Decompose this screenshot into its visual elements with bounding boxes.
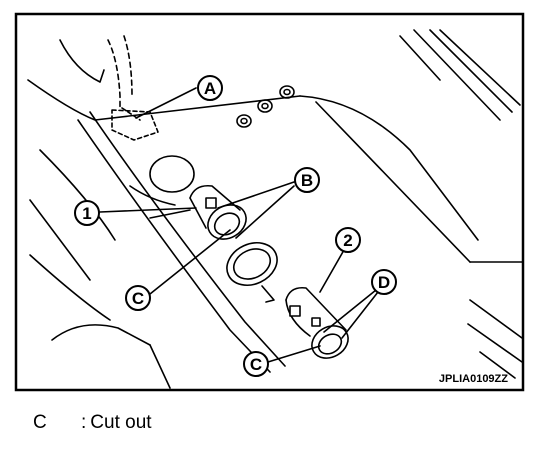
leader-line <box>319 249 345 293</box>
console-line <box>299 95 479 241</box>
svg-text:D: D <box>378 273 390 292</box>
console-line <box>149 344 171 389</box>
leader-line <box>149 229 231 295</box>
console-line <box>469 299 523 339</box>
leader-line <box>341 291 379 339</box>
leader-line <box>217 181 295 209</box>
console-line <box>399 35 441 81</box>
knob <box>257 99 273 113</box>
console-line <box>315 101 471 263</box>
legend: C : Cut out <box>33 410 152 436</box>
console-line <box>39 149 116 241</box>
knob <box>279 85 295 99</box>
svg-text:2: 2 <box>343 231 352 250</box>
hidden-housing <box>123 35 133 97</box>
callout-C-upper: C <box>125 285 151 311</box>
svg-text:C: C <box>132 289 144 308</box>
hidden-housing <box>107 39 121 109</box>
hidden-housing <box>111 109 159 141</box>
leader-line <box>99 207 197 213</box>
callout-A: A <box>197 75 223 101</box>
leader-line <box>267 345 321 363</box>
svg-text:B: B <box>301 171 313 190</box>
socket-housing-part-1 <box>189 184 247 240</box>
console-line <box>429 29 513 113</box>
diagram-frame <box>14 12 525 392</box>
console-line <box>51 324 151 346</box>
console-line <box>439 29 521 106</box>
callout-1: 1 <box>74 200 100 226</box>
callout-B: B <box>294 167 320 193</box>
console-line <box>77 119 271 373</box>
legend-key: C <box>33 412 47 433</box>
console-line <box>29 254 111 321</box>
console-line <box>129 185 176 206</box>
retainer-ring <box>226 242 278 303</box>
legend-text: Cut out <box>90 412 152 433</box>
console-line <box>467 323 523 363</box>
leader-line <box>135 87 197 119</box>
console-line <box>479 351 516 379</box>
leader-line <box>323 289 377 333</box>
parts-diagram: A B 1 C 2 D C JPLIA0109ZZ <box>14 12 525 392</box>
svg-text:C: C <box>250 355 262 374</box>
console-line <box>29 199 91 281</box>
leader-line <box>235 185 295 239</box>
svg-text:1: 1 <box>82 204 91 223</box>
console-line <box>59 39 105 83</box>
callout-C-lower: C <box>243 351 269 377</box>
socket-opening <box>149 155 195 193</box>
legend-separator: : <box>81 412 87 433</box>
console-line <box>149 209 191 219</box>
console-line <box>413 29 501 121</box>
knob <box>236 114 252 128</box>
callout-2: 2 <box>335 227 361 253</box>
figure-code: JPLIA0109ZZ <box>439 373 508 385</box>
svg-text:A: A <box>204 79 216 98</box>
callout-D: D <box>371 269 397 295</box>
